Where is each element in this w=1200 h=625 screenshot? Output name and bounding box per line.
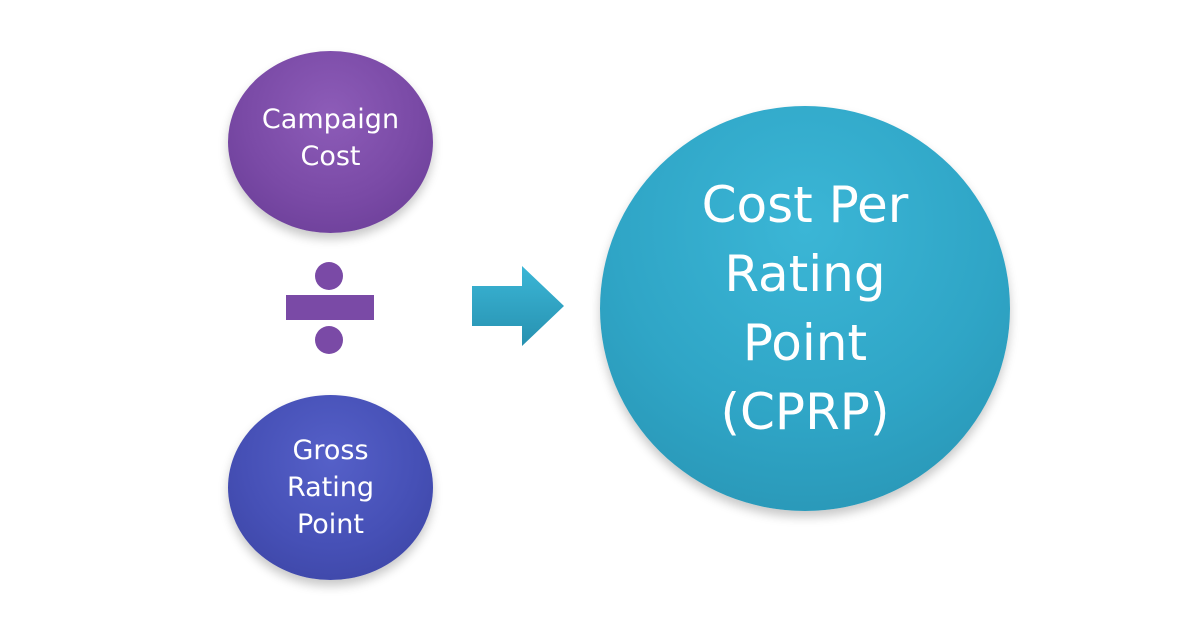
campaign-cost-circle: Campaign Cost: [228, 51, 433, 233]
cprp-label-line-1: Cost Per: [701, 175, 909, 234]
divide-dot-bottom: [315, 326, 343, 354]
campaign-cost-label-line-1: Campaign: [261, 104, 400, 135]
gross-rating-point-circle: Gross Rating Point: [228, 395, 433, 580]
cprp-label-line-4: (CPRP): [720, 382, 890, 441]
cprp-label-line-2: Rating: [724, 244, 886, 303]
cprp-label-line-3: Point: [742, 313, 868, 372]
divide-icon: [282, 262, 377, 354]
divide-dot-top: [315, 262, 343, 290]
right-arrow-icon: [472, 266, 564, 346]
gross-rating-point-label-line-1: Gross: [292, 435, 369, 466]
gross-rating-point-label-line-2: Rating: [286, 472, 375, 503]
right-arrow-shape: [472, 266, 564, 346]
cprp-result-circle: Cost Per Rating Point (CPRP): [600, 106, 1010, 511]
gross-rating-point-label-line-3: Point: [296, 509, 365, 540]
campaign-cost-label-line-2: Cost: [300, 141, 361, 172]
divide-bar: [286, 295, 374, 320]
